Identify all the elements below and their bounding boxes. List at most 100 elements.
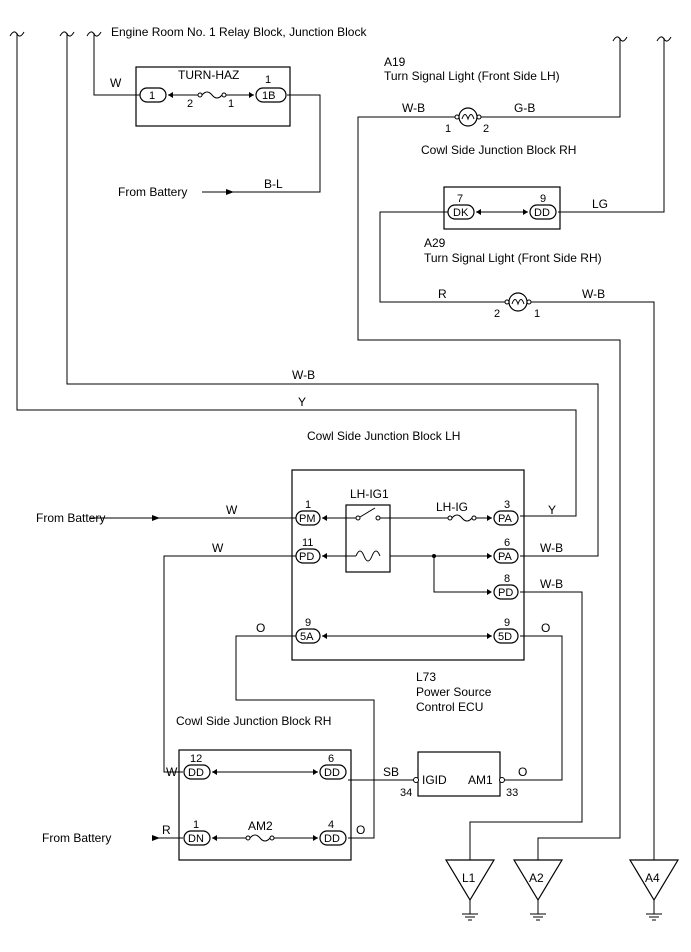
junction-dot-icon [432,554,436,558]
connector-pd-11-label: PD [299,551,314,563]
fuse-icon [451,514,473,522]
turn-haz-fuse-label: TURN-HAZ [178,68,239,82]
connector-arrow-icon [313,835,318,841]
wire-r-label: R [438,287,447,301]
switch-contact-icon [355,515,361,521]
connector-arrow-icon [476,209,481,215]
pin-3: 3 [504,499,510,511]
ground-triangle-icon [512,859,564,902]
l73-name-line2: Control ECU [416,700,483,714]
wires [16,33,665,860]
relay-lh-ig1 [345,504,391,573]
wire-wb-label: W-B [582,287,605,301]
lh-ig-fuse-label: LH-IG [436,500,468,514]
wire-o-label: O [356,823,365,837]
connector-1b-label: 1B [262,90,275,102]
wire-gb-label: G-B [514,101,535,115]
switch-contact-icon [375,515,381,521]
connector-dk-label: DK [453,207,469,219]
wire-wb-label: W-B [540,541,563,555]
wire-wb-label: W-B [292,368,315,382]
connector-pd-8-label: PD [498,587,513,599]
pin-1b-number: 1 [265,74,271,86]
connector-5d [493,628,519,644]
wire-lg-label: LG [592,197,608,211]
connector-1-label: 1 [149,90,155,102]
ground-triangle-icon [444,859,496,902]
a19-pin-1: 1 [445,123,451,135]
connector-dd-top-label: DD [534,207,550,219]
connector-arrow-icon [487,553,492,559]
wire-bl-label: B-L [264,177,283,191]
connector-dd-4 [319,830,347,846]
ground-l1: L1 [444,859,496,921]
battery-arrow-icon [226,189,234,195]
connector-pa-6-label: PA [498,551,513,563]
connector-arrow-icon [313,769,318,775]
pin-6: 6 [328,753,334,765]
wire-y-label: Y [298,395,306,409]
connector-pa-3-label: PA [498,513,513,525]
ground-a4-label: A4 [645,871,660,885]
engine-room-relay-block: Engine Room No. 1 Relay Block, Junction … [111,25,367,127]
turn-signal-rh: A29 Turn Signal Light (Front Side RH) 2 … [424,236,602,320]
fuse-terminal-icon [221,92,227,98]
connector-dd-12 [183,764,211,780]
bulb-icon [508,292,528,312]
connector-pd-8 [493,584,519,600]
ground-a2-label: A2 [529,871,544,885]
wire-w-label: W [226,503,238,517]
connector-arrow-icon [487,633,492,639]
ecu-pin-33: 33 [506,787,518,799]
power-source-ecu: IGID AM1 34 33 [400,751,518,799]
connector-arrow-icon [212,769,217,775]
cowl-rh-top-label: Cowl Side Junction Block RH [421,143,576,157]
l73-name-line1: Power Source [416,685,492,699]
fuse-terminal-icon [197,92,203,98]
wire-w-label: W [166,765,178,779]
connector-arrow-icon [322,515,327,521]
connector-pd-11 [295,548,321,564]
connector-dn-label: DN [188,833,204,845]
connector-arrow-icon [249,92,254,98]
a29-pin-1: 1 [534,308,540,320]
connector-5a [295,628,321,644]
connector-arrow-icon [212,835,217,841]
from-battery-label: From Battery [118,185,187,199]
ecu-am1-label: AM1 [468,773,493,787]
cowl-lh-block: PM 1 PA 3 LH-IG1 LH-IG PD 11 PA 6 [291,469,525,661]
ecu-pin-34: 34 [400,787,412,799]
pin-8: 8 [504,573,510,585]
l73-code: L73 [416,670,436,684]
a29-name: Turn Signal Light (Front Side RH) [424,251,602,265]
connector-dk [447,204,475,220]
connector-arrow-icon [322,553,327,559]
pin-12: 12 [190,753,202,765]
connector-dd-12-label: DD [188,767,204,779]
a29-pin-2: 2 [494,308,500,320]
ground-triangle-icon [628,859,680,902]
wire-break-marks [9,31,672,42]
bulb-icon [458,107,478,127]
pin-1: 1 [305,499,311,511]
wire-wb-label: W-B [402,101,425,115]
turn-signal-lh: A19 Turn Signal Light (Front Side LH) 1 … [384,55,560,135]
wire-w-label: W [212,541,224,555]
pin-9: 9 [540,193,546,205]
connector-arrow-icon [168,92,173,98]
pin-4: 4 [328,819,334,831]
ecu-igid-label: IGID [422,773,447,787]
wire-o-label: O [541,621,550,635]
cowl-rh-bottom-label: Cowl Side Junction Block RH [176,714,331,728]
coil-icon [355,550,381,562]
a19-code: A19 [384,55,406,69]
ground-l1-label: L1 [462,871,476,885]
connector-pa-6 [493,548,519,564]
connector-arrow-icon [487,589,492,595]
connector-arrow-icon [523,209,528,215]
fuse-terminal-icon [269,835,275,841]
fuse-icon [249,834,271,842]
connector-dd-6 [319,764,347,780]
switch-icon [359,507,376,518]
fuse-pin-2: 2 [187,98,193,110]
